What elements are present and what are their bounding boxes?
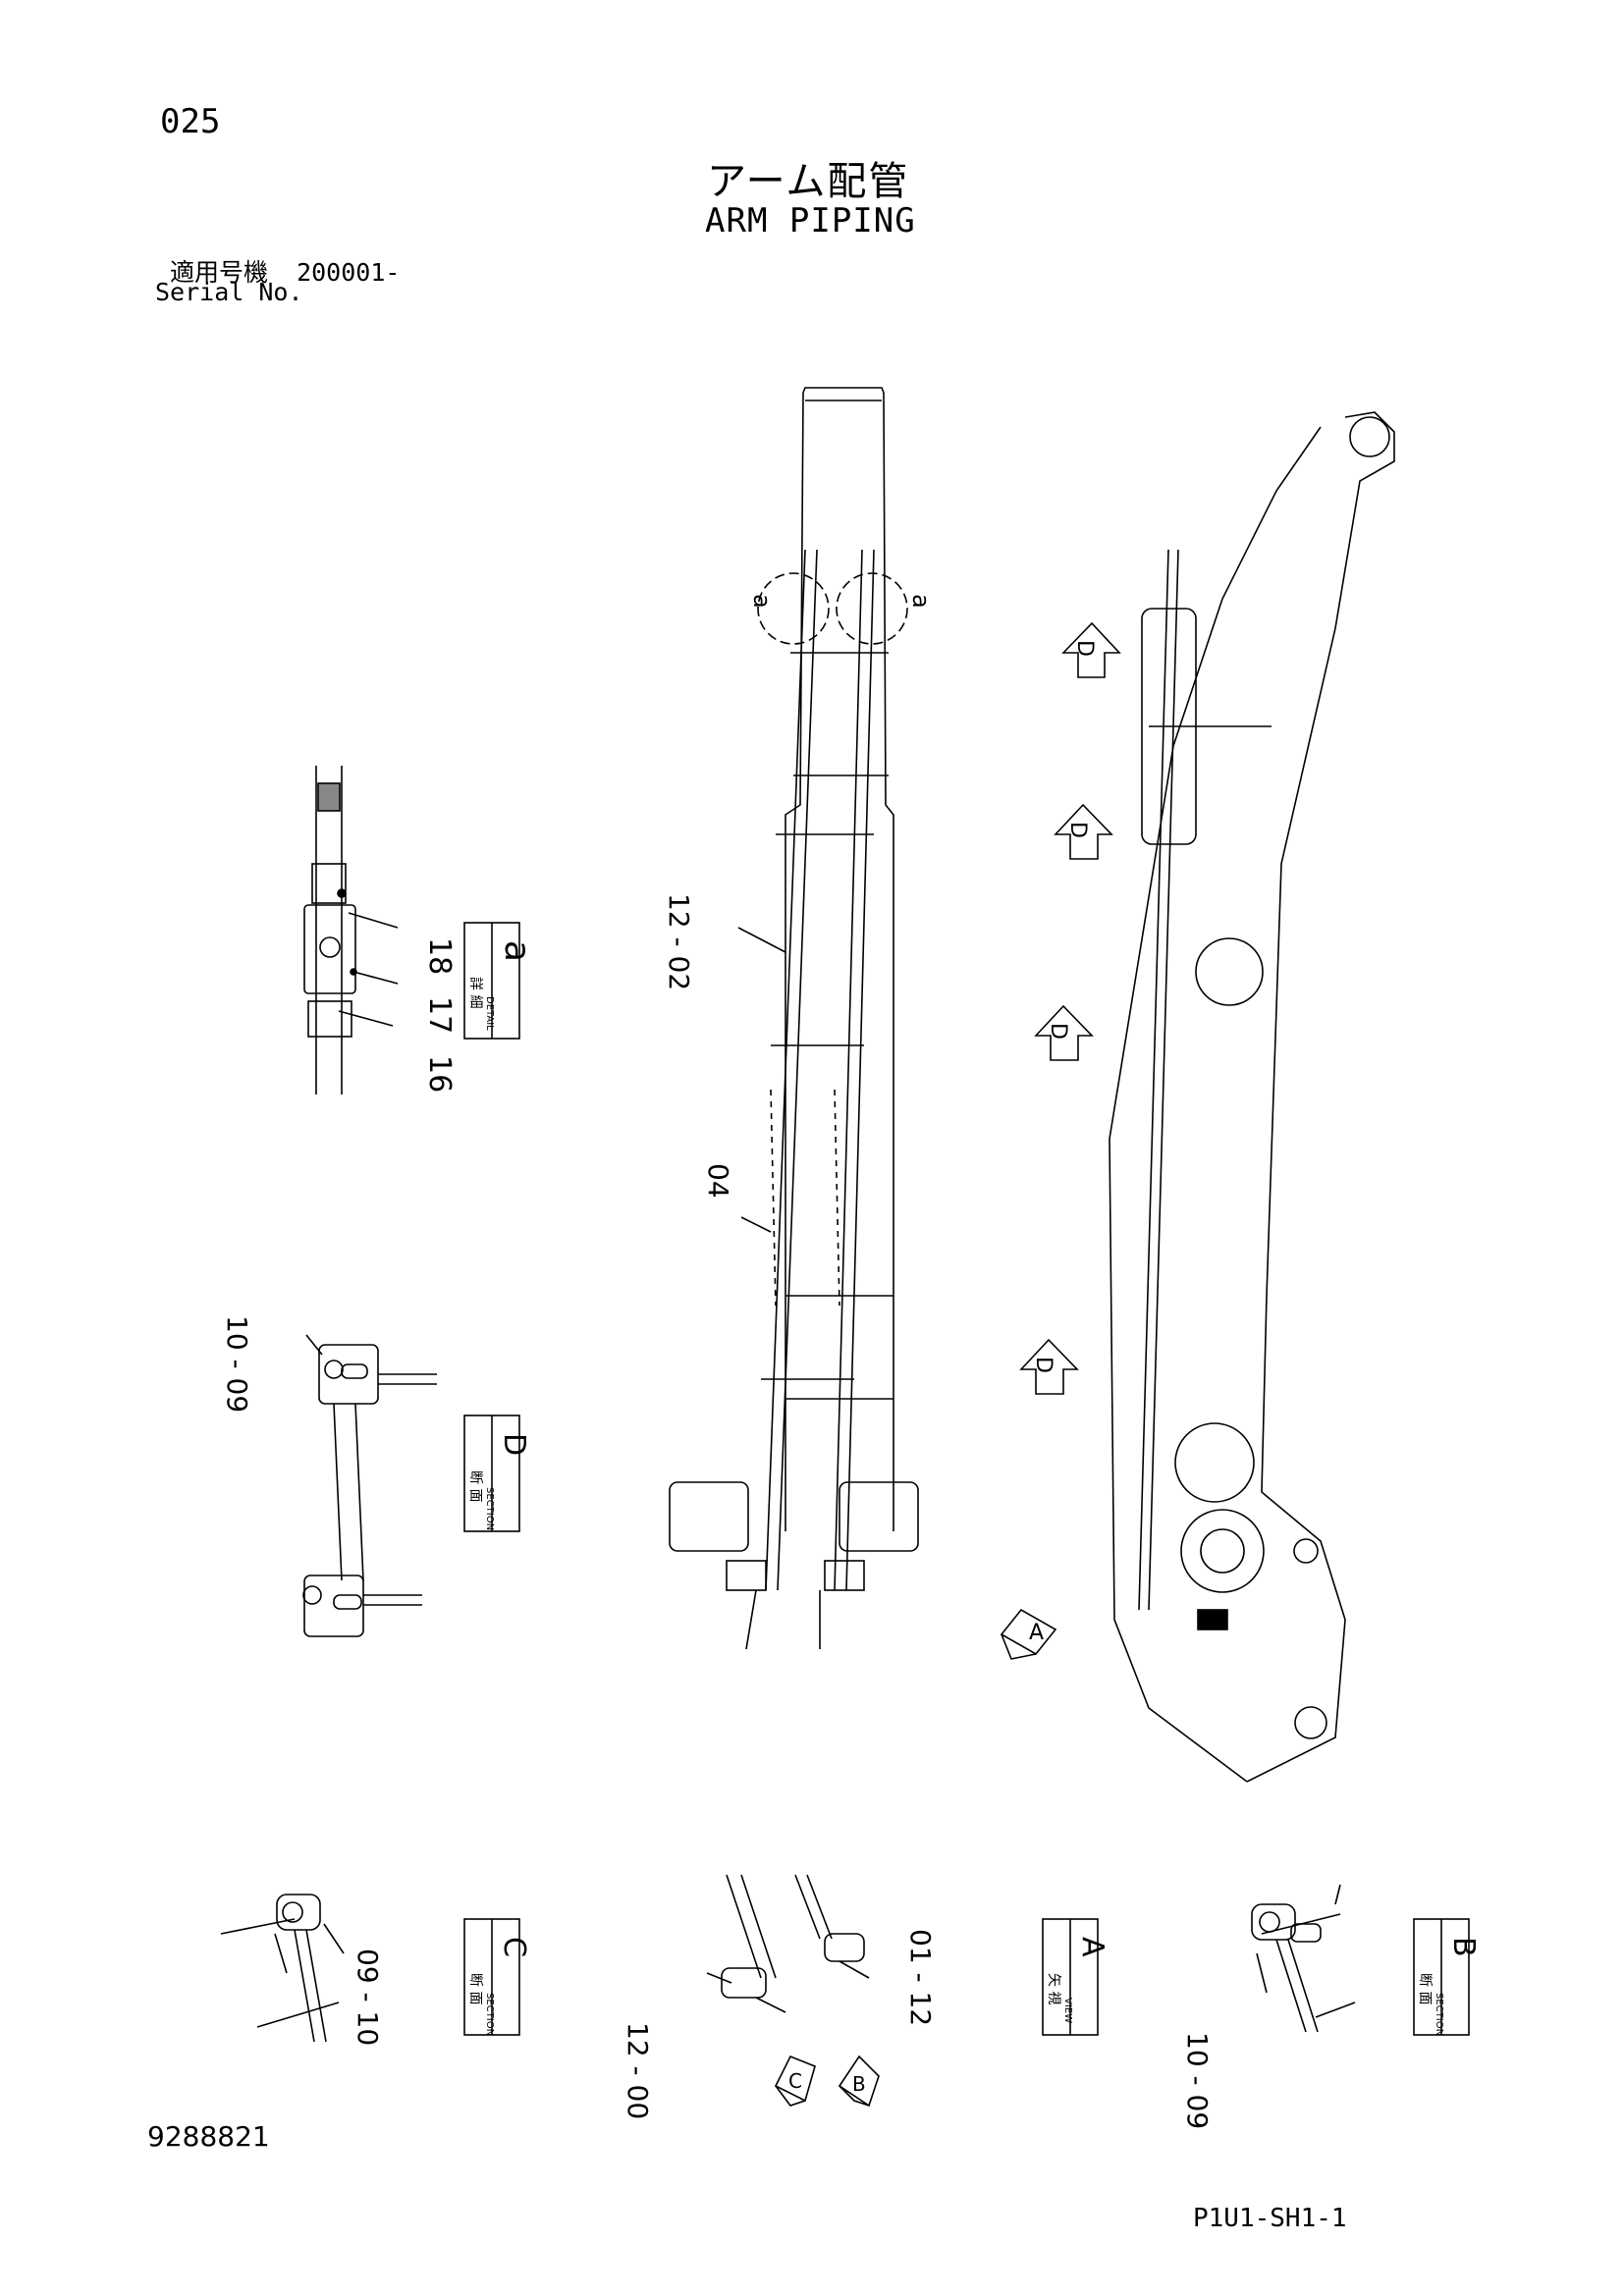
callout-01-12: 01 - 12	[904, 1929, 937, 2026]
view-arrow-d1: D	[1061, 621, 1121, 678]
section-c-en: SECTION	[484, 1993, 495, 2036]
callout-10-09-section-b: 10 - 09	[1181, 2032, 1214, 2129]
view-arrow-d4: D	[1019, 1338, 1079, 1395]
serial-label-english: Serial No.	[155, 278, 303, 306]
view-arrow-b: B	[838, 2055, 880, 2108]
section-d-jp: 断 面	[467, 1470, 483, 1502]
section-c-letter: C	[497, 1937, 531, 1957]
arrow-d1-letter: D	[1072, 640, 1097, 657]
title-japanese: アーム配管	[707, 159, 910, 204]
detail-a-jp: 詳 細	[467, 977, 483, 1008]
detail-mark-a-right: a	[907, 594, 935, 609]
document-number: 9288821	[147, 2120, 270, 2153]
arrow-c-letter: C	[788, 2069, 802, 2093]
section-b-drawing	[1251, 1884, 1356, 2033]
detail-mark-a-left: a	[748, 594, 776, 609]
view-a-jp: 矢 視	[1046, 1973, 1061, 2004]
callout-16: 16	[422, 1055, 457, 1093]
callout-12-00: 12 - 00	[622, 2022, 654, 2119]
callout-04: 04	[702, 1163, 734, 1199]
view-arrow-c: C	[774, 2055, 816, 2107]
view-a-label: A 矢 視 VIEW	[1042, 1918, 1110, 2036]
serial-value: 200001-	[297, 258, 401, 287]
view-a-letter: A	[1075, 1937, 1110, 1957]
serial-label-jp-text: 適用号機	[170, 258, 269, 287]
detail-a-drawing	[303, 766, 399, 1095]
sheet-number: P1U1-SH1-1	[1193, 2204, 1347, 2233]
arrow-d4-letter: D	[1031, 1357, 1056, 1373]
detail-a-letter: a	[497, 940, 537, 962]
view-a-drawing	[706, 1874, 870, 2013]
section-c-drawing	[220, 1894, 345, 2043]
callout-17: 17	[422, 996, 457, 1034]
section-b-en: SECTION	[1434, 1993, 1444, 2036]
view-arrow-a: A	[1000, 1608, 1057, 1660]
arrow-d3-letter: D	[1046, 1023, 1070, 1040]
arrow-b-letter: B	[852, 2072, 866, 2096]
view-a-en: VIEW	[1062, 1998, 1073, 2023]
callout-12-02: 12 - 02	[663, 893, 695, 990]
callout-18: 18	[422, 937, 457, 975]
title-english: ARM PIPING	[705, 201, 916, 240]
section-d-drawing	[302, 1334, 437, 1637]
section-b-letter: B	[1446, 1937, 1481, 1957]
arrow-a-letter: A	[1029, 1621, 1044, 1645]
view-arrow-d2: D	[1054, 803, 1113, 860]
callout-10-09-section-d: 10 - 09	[221, 1315, 253, 1413]
detail-a-label: a 詳 細 DETAIL	[463, 922, 537, 1040]
section-d-letter: D	[497, 1433, 531, 1456]
detail-a-en: DETAIL	[484, 996, 495, 1031]
section-d-label: D 断 面 SECTION	[463, 1415, 531, 1532]
view-arrow-d3: D	[1034, 1004, 1094, 1061]
section-c-jp: 断 面	[467, 1973, 483, 2004]
page-number: 025	[160, 102, 221, 141]
section-b-jp: 断 面	[1417, 1973, 1433, 2004]
arm-side-view	[1109, 411, 1395, 1783]
arrow-d2-letter: D	[1065, 822, 1090, 838]
arm-top-view	[669, 387, 919, 1650]
section-d-en: SECTION	[484, 1487, 495, 1530]
callout-09-10-section-c: 09 - 10	[352, 1949, 384, 2046]
section-b-label: B 断 面 SECTION	[1413, 1918, 1481, 2036]
section-c-label: C 断 面 SECTION	[463, 1918, 531, 2036]
serial-label-japanese: 適用号機 200001-	[170, 253, 400, 289]
